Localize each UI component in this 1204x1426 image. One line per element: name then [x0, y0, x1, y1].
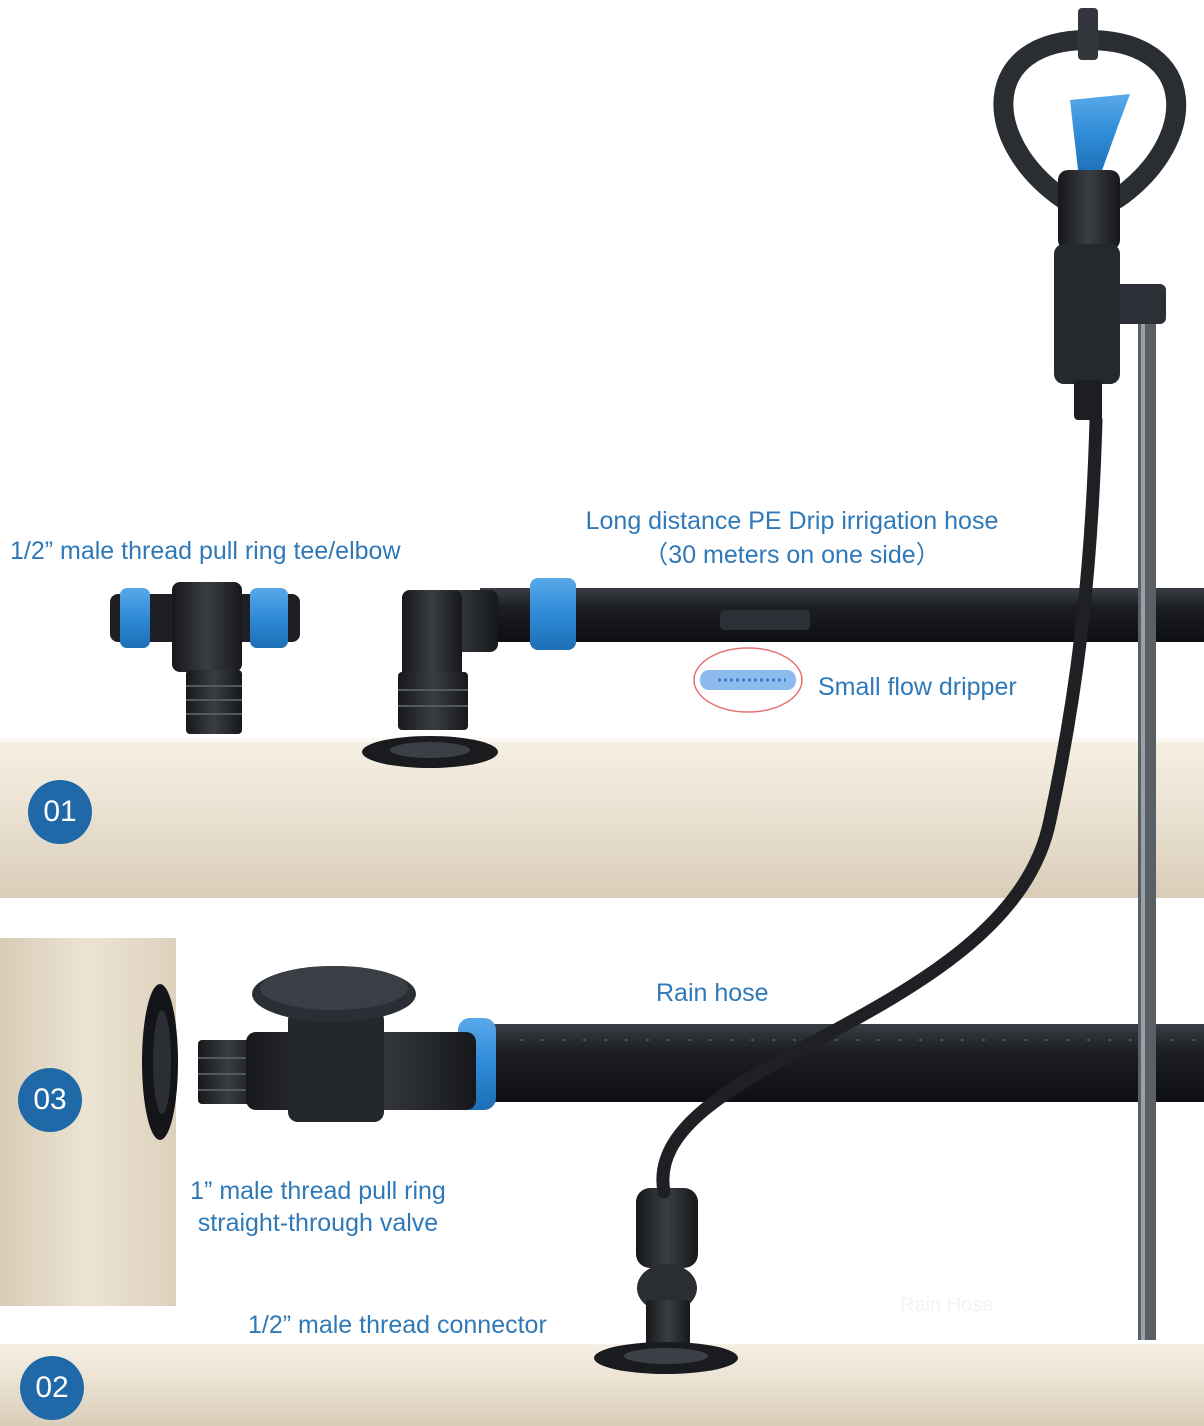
connector-label: 1/2” male thread connector: [248, 1311, 547, 1339]
elbow-fitting: [362, 590, 498, 768]
tee-elbow-label: 1/2” male thread pull ring tee/elbow: [10, 537, 401, 565]
drip-hose-label-line1: Long distance PE Drip irrigation hose: [585, 507, 999, 535]
valve-label-line1: 1” male thread pull ring: [190, 1177, 446, 1205]
badge-02: 02: [20, 1356, 84, 1420]
drip-irrigation-hose: [480, 578, 1204, 650]
drip-hose-label-line2: （30 meters on one side）: [643, 541, 941, 569]
rain-hose-label: Rain hose: [656, 979, 769, 1007]
dripper-inset: [693, 647, 803, 713]
badge-01: 01: [28, 780, 92, 844]
straight-through-valve: [198, 966, 476, 1122]
watermark-text: Rain Hose: [900, 1294, 994, 1316]
dripper-label: Small flow dripper: [818, 673, 1017, 701]
thread-connector: [594, 1188, 738, 1374]
badge-03: 03: [18, 1068, 82, 1132]
main-pipe-01: [0, 738, 1204, 898]
valve-label-line2: straight-through valve: [197, 1209, 439, 1237]
sprinkler-stake: [1108, 284, 1166, 1340]
sprinkler-head: [993, 8, 1187, 420]
micro-tube: [656, 413, 1103, 1199]
tee-fitting: [110, 582, 300, 734]
